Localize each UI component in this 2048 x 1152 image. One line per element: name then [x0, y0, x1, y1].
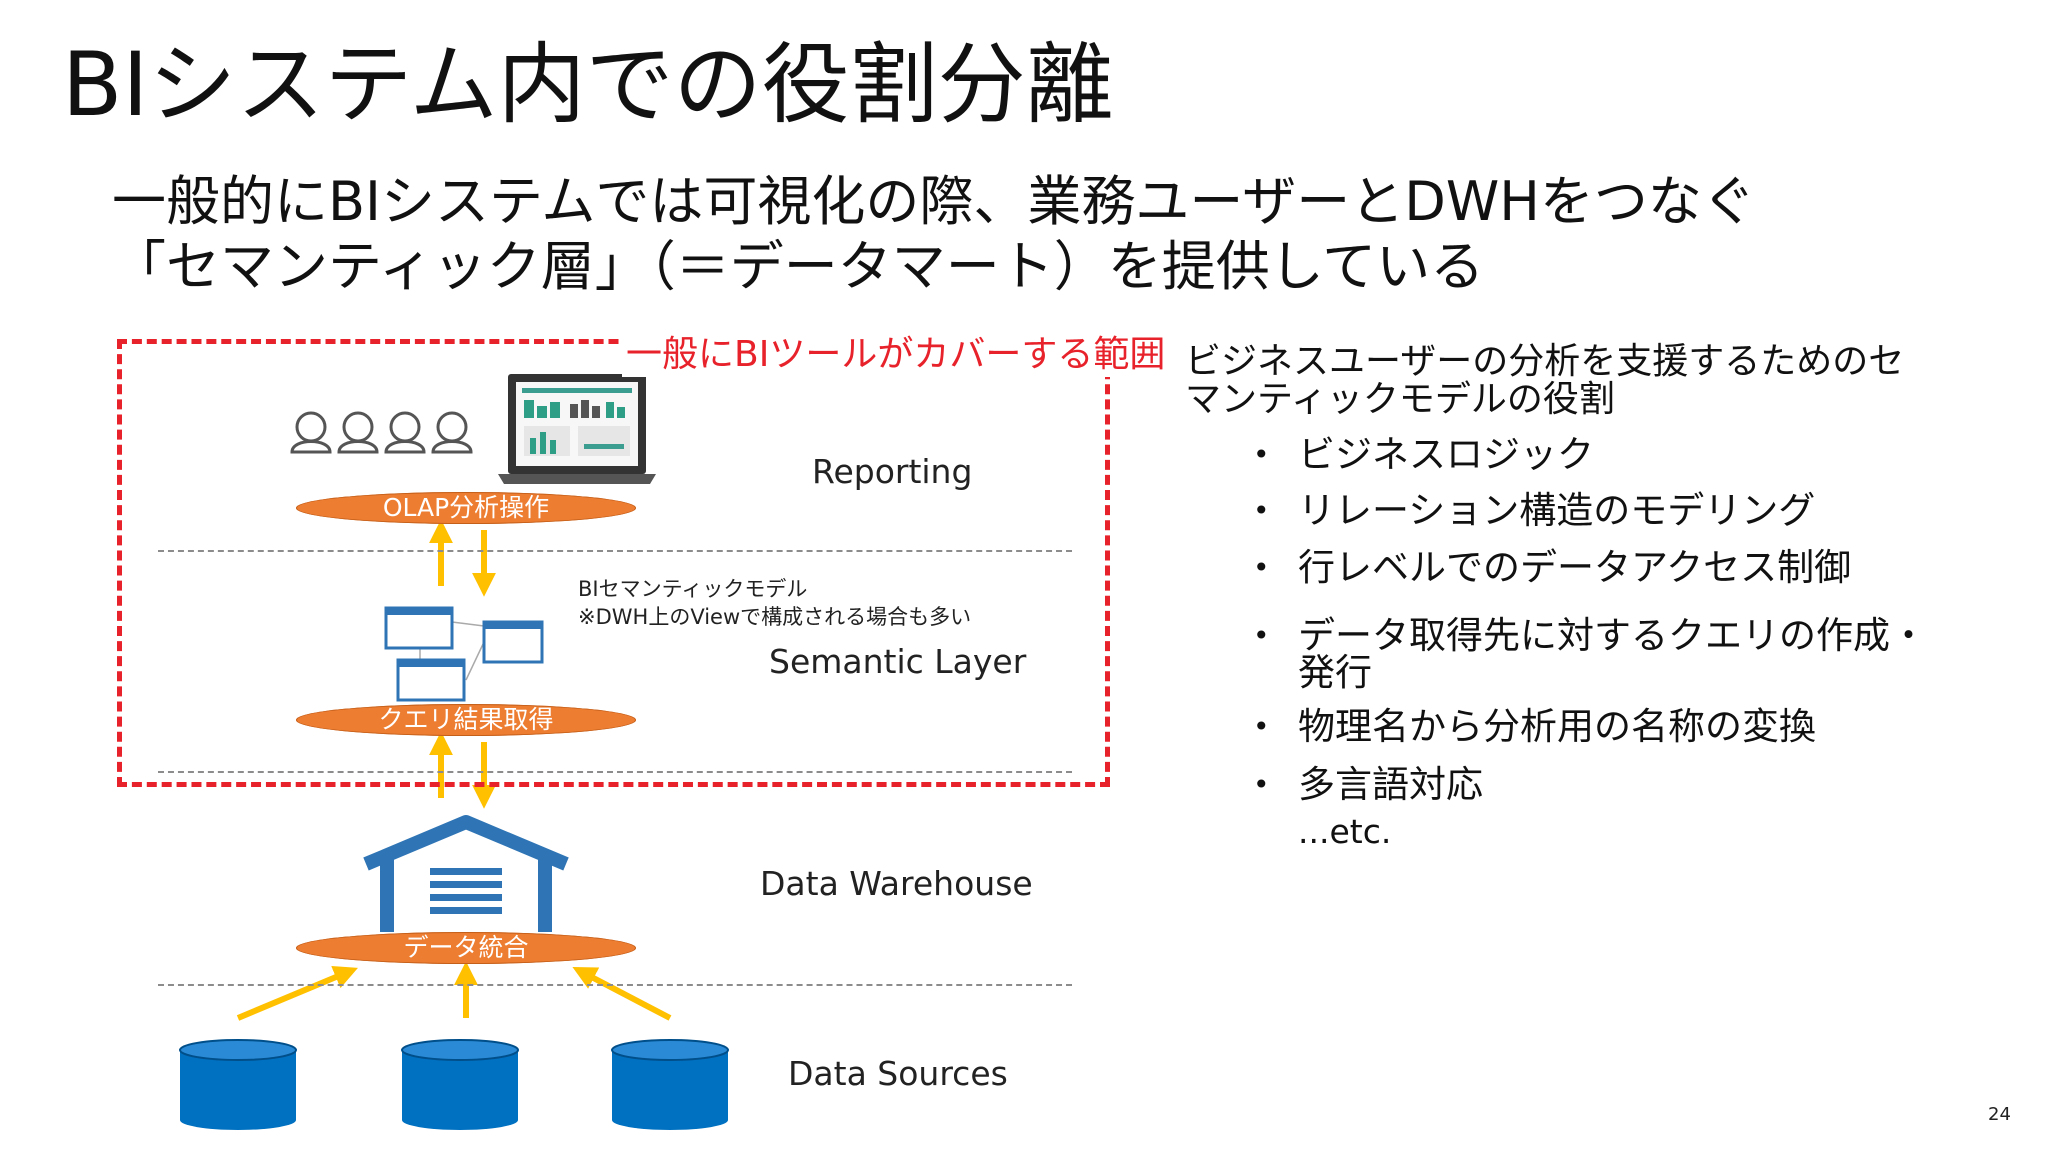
lead-text-line-1: 一般的にBIシステムでは可視化の際、業務ユーザーとDWHをつなぐ [112, 170, 1756, 233]
role-panel-title-line-2: マンティックモデルの役割 [1185, 379, 1615, 420]
role-item: 多言語対応 [1298, 763, 1483, 806]
database-icon [611, 1039, 729, 1130]
page-number: 24 [1988, 1104, 2011, 1125]
bi-tool-coverage-box [117, 339, 1110, 787]
arrow-diag-right [572, 966, 672, 1021]
data-integration-oval: データ統合 [296, 932, 636, 964]
query-result-oval: クエリ結果取得 [296, 704, 636, 736]
role-list-etc: ...etc. [1298, 812, 1392, 851]
bullet-marker: • [1253, 710, 1270, 743]
role-item: 行レベルでのデータアクセス制御 [1298, 546, 1852, 589]
laptop-dashboard-icon [498, 374, 656, 484]
layer-label-sources: Data Sources [788, 1054, 1008, 1093]
semantic-model-note: BIセマンティックモデル [578, 577, 808, 601]
bullet-marker: • [1253, 438, 1270, 471]
layer-separator [158, 550, 1072, 552]
bi-tool-coverage-label: 一般にBIツールがカバーする範囲 [622, 333, 1170, 377]
database-icon [179, 1039, 297, 1130]
role-item-continued: 発行 [1298, 651, 1372, 694]
layer-label-semantic: Semantic Layer [769, 642, 1027, 681]
semantic-model-icon [384, 606, 544, 702]
data-flow-arrows [236, 519, 672, 1021]
layer-label-reporting: Reporting [812, 452, 973, 491]
slide-title: BIシステム内での役割分離 [62, 33, 1114, 136]
semantic-model-subnote: ※DWH上のViewで構成される場合も多い [578, 605, 972, 629]
layer-separator [158, 984, 1072, 986]
bullet-marker: • [1253, 619, 1270, 652]
role-item: ビジネスロジック [1298, 433, 1594, 476]
users-icon [290, 411, 473, 454]
bullet-marker: • [1253, 551, 1270, 584]
lead-text-line-2: 「セマンティック層」（＝データマート）を提供している [112, 235, 1485, 298]
role-panel-title-line-1: ビジネスユーザーの分析を支援するためのセ [1185, 341, 1905, 382]
bullet-marker: • [1253, 494, 1270, 527]
layer-label-dwh: Data Warehouse [760, 864, 1033, 903]
role-item: 物理名から分析用の名称の変換 [1298, 705, 1816, 748]
arrow-diag-left [236, 966, 358, 1021]
role-item: リレーション構造のモデリング [1298, 489, 1816, 532]
layer-separator [158, 771, 1072, 773]
role-item: データ取得先に対するクエリの作成・ [1298, 614, 1927, 657]
olap-operation-oval: OLAP分析操作 [296, 492, 636, 524]
bullet-marker: • [1253, 768, 1270, 801]
database-icon [401, 1039, 519, 1130]
warehouse-icon [363, 815, 569, 932]
